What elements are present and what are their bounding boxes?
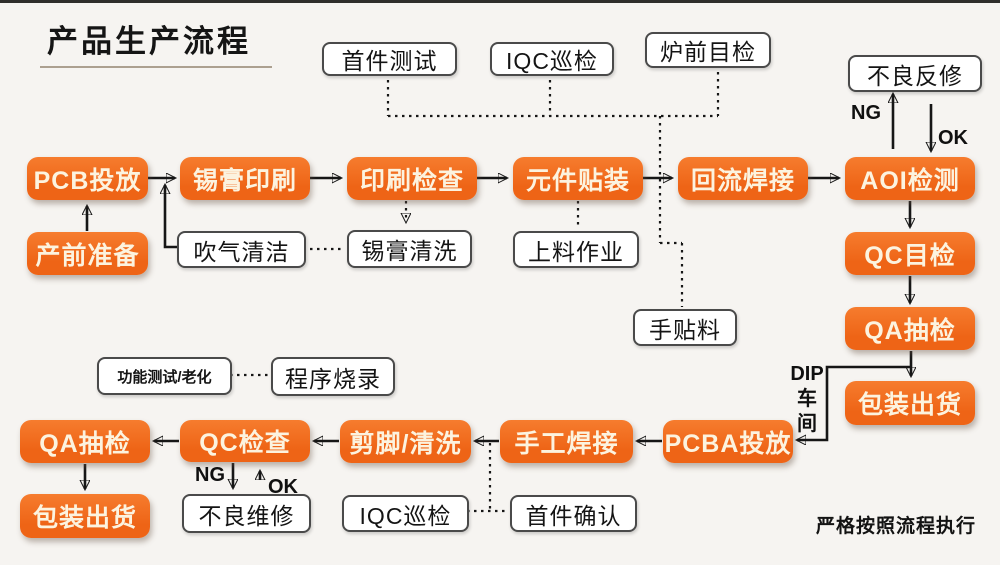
top-edge-bar: [0, 0, 1000, 3]
dip-line-2: 车: [797, 388, 817, 410]
title-underline: [40, 66, 272, 68]
node-qc-jiancha: QC检查: [180, 420, 310, 462]
node-pcb-toufang: PCB投放: [27, 157, 148, 200]
node-iqc-xunjian-bottom: IQC巡检: [342, 495, 469, 532]
node-buliang-fanxiu: 不良反修: [848, 55, 982, 92]
node-pcba-toufang: PCBA投放: [663, 420, 793, 463]
label-ng-top: NG: [851, 102, 881, 124]
footer-note: 严格按照流程执行: [816, 516, 977, 537]
node-qa-choujian-bottom: QA抽检: [20, 420, 150, 463]
arrow-qa-branch-to-pcba: [797, 365, 911, 440]
node-shougong-hanjie: 手工焊接: [500, 420, 633, 463]
dip-line-1: DIP: [790, 363, 824, 385]
label-ok-top: OK: [938, 127, 968, 149]
label-ng-bottom: NG: [195, 464, 225, 486]
node-buliang-weixiu: 不良维修: [182, 494, 311, 533]
node-luqian-mujian: 炉前目检: [645, 32, 771, 68]
label-dip-workshop: DIP 车 间: [786, 362, 828, 437]
node-yinshua-jiancha: 印刷检查: [347, 157, 477, 200]
node-chanqian-zhunbei: 产前准备: [27, 232, 148, 275]
node-xigao-yinshua: 锡膏印刷: [180, 157, 310, 200]
node-aoi-jiance: AOI检测: [845, 157, 975, 200]
node-qa-choujian-right: QA抽检: [845, 307, 975, 350]
node-huiliu-hanjie: 回流焊接: [678, 157, 808, 200]
node-yuanjian-tiezhuang: 元件贴装: [513, 157, 643, 200]
node-iqc-xunjian-top: IQC巡检: [490, 42, 614, 76]
node-baozhuang-chuhuo-right: 包装出货: [845, 381, 975, 425]
node-qc-mujian: QC目检: [845, 232, 975, 275]
node-baozhuang-chuhuo-bottom: 包装出货: [20, 494, 150, 538]
label-ok-bottom: OK: [268, 476, 298, 498]
node-xigao-qingxi: 锡膏清洗: [347, 230, 472, 268]
node-chengxu-shaolu: 程序烧录: [271, 357, 395, 396]
node-shoutieliao: 手贴料: [633, 309, 737, 346]
node-shangliao-zuoye: 上料作业: [513, 231, 639, 268]
page-title: 产品生产流程: [47, 24, 251, 59]
node-chuiqi-qingjie: 吹气清洁: [177, 231, 306, 268]
node-jianjiao-qingxi: 剪脚/清洗: [340, 420, 471, 463]
node-shoujian-ceshi: 首件测试: [322, 42, 457, 76]
arrow-chuiqi-to-mainline: [165, 185, 177, 249]
dip-line-3: 间: [797, 413, 817, 435]
node-shoujian-queren: 首件确认: [510, 495, 637, 532]
node-gongneng-ceshi-laohua: 功能测试/老化: [97, 357, 232, 395]
